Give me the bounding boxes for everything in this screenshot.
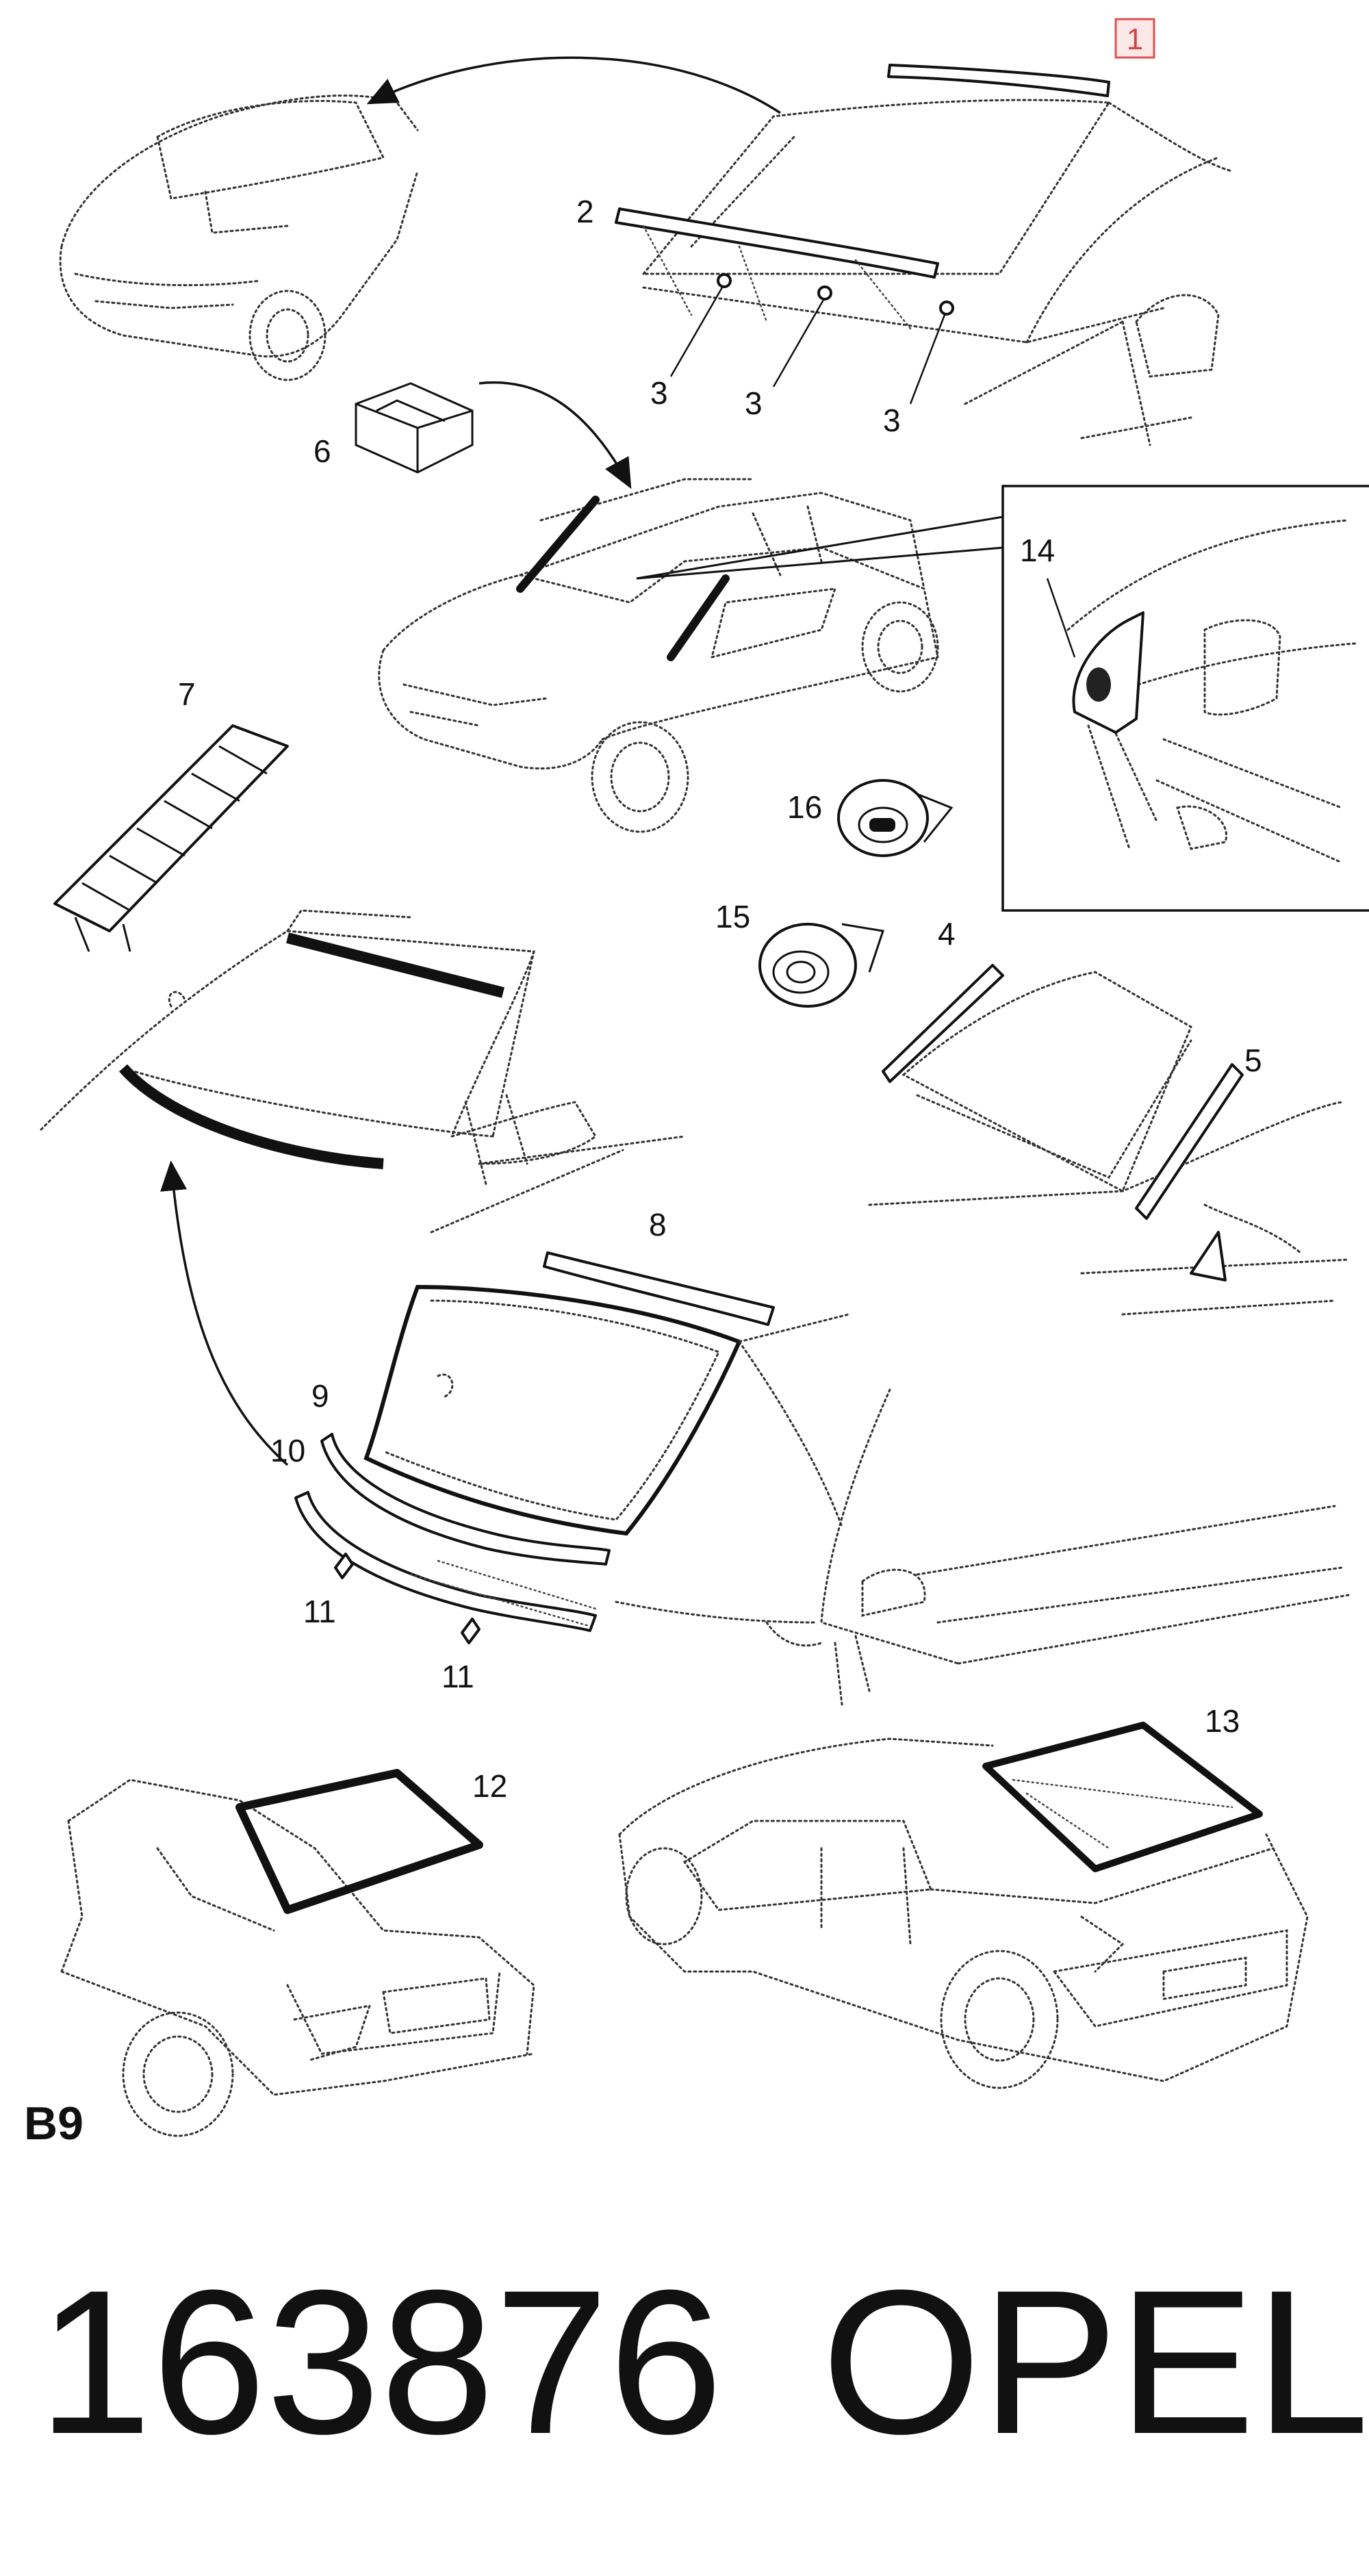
detail-mirror-trim-illustration: [1066, 519, 1357, 864]
brand-name: OPEL: [821, 2247, 1369, 2477]
part-16-clip: [837, 779, 954, 857]
part-5-molding: [1135, 1063, 1244, 1220]
callout-12: 12: [472, 1768, 507, 1804]
callout-15: 15: [715, 899, 750, 934]
callout-8: 8: [649, 1207, 667, 1242]
callout-9: 9: [311, 1378, 329, 1414]
coupe-car-illustration: [618, 1737, 1309, 2089]
top-right-car-illustration: [641, 99, 1233, 446]
part-10-lower-trim: [409, 1559, 597, 1627]
rear-mirror-fin: [1190, 1231, 1227, 1281]
part-13-glass-lines: [1012, 1778, 1233, 1850]
callout-box-pointer: [636, 515, 1004, 580]
arrow-package-to-car: [478, 381, 632, 489]
windshield-glass: [363, 1284, 743, 1536]
callout-6: 6: [314, 433, 331, 469]
callout-2: 2: [576, 194, 594, 229]
part-13-rear-window: [982, 1722, 1263, 1872]
callout-3a: 3: [650, 375, 668, 411]
lower-molding: [118, 1064, 384, 1169]
convertible-car-illustration: [378, 478, 939, 833]
part-2-windshield-strip: [615, 207, 939, 279]
top-left-car-illustration: [59, 94, 419, 381]
callout-10: 10: [270, 1433, 305, 1468]
callout-1: 1: [1127, 23, 1143, 56]
section-code: B9: [24, 2097, 84, 2150]
detail-box-14: [1001, 485, 1369, 912]
part-12-rear-window: [235, 1769, 483, 1914]
upper-molding: [286, 932, 504, 998]
part-11-clip-b: [461, 1618, 481, 1644]
clips-3: [642, 225, 954, 330]
callout-14: 14: [1020, 533, 1055, 568]
part-11-clip-a: [334, 1553, 354, 1579]
a-pillar-left: [516, 496, 600, 593]
part-4-molding: [882, 964, 1004, 1083]
callout-11b: 11: [442, 1659, 474, 1694]
windshield-car-body: [615, 1313, 1350, 1706]
callout-7: 7: [178, 676, 196, 712]
windshield-side-view: [40, 909, 686, 1234]
callout-13: 13: [1205, 1703, 1240, 1739]
part-7-clip-strip: [53, 724, 289, 952]
part-number: 163876: [38, 2247, 724, 2477]
part-1-roof-rail: [887, 64, 1110, 97]
callout-5: 5: [1244, 1043, 1262, 1078]
arrow-lower-to-upper: [160, 1160, 289, 1466]
part-6-package: [355, 382, 474, 474]
part-15-clip: [758, 923, 884, 1008]
callout-11a: 11: [303, 1594, 336, 1629]
part-10-molding: [294, 1491, 597, 1632]
callout-4: 4: [938, 916, 956, 952]
callout-3c: 3: [883, 403, 901, 438]
part-8-molding: [543, 1251, 775, 1326]
part-14-mirror-trim: [1072, 611, 1144, 734]
arrow-roof-to-car: [366, 56, 781, 114]
callout-1-highlight: [1114, 18, 1155, 59]
callout-3b: 3: [745, 385, 763, 421]
callout-16: 16: [787, 789, 822, 825]
a-pillar-right: [667, 574, 730, 661]
part-9-molding: [320, 1433, 611, 1566]
